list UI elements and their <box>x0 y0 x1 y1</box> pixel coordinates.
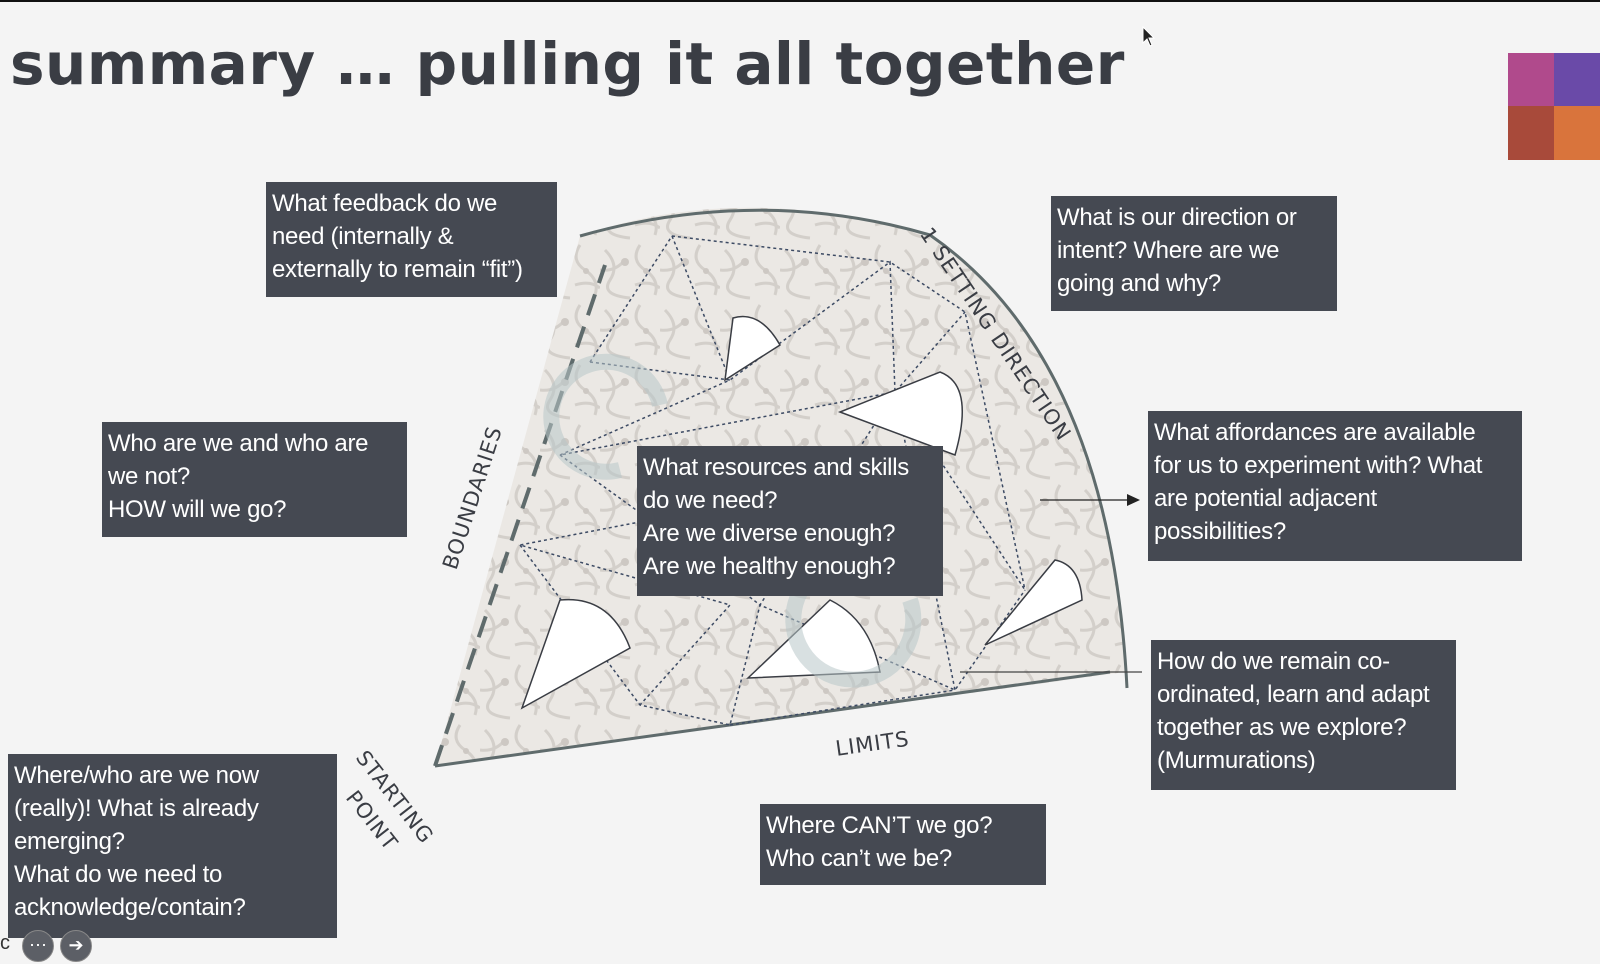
more-icon[interactable]: ⋯ <box>22 930 54 962</box>
affordances-question-box: What affordances are available for us to… <box>1148 411 1522 561</box>
limits-question-box: Where CAN’T we go? Who can’t we be? <box>760 804 1046 885</box>
resources-question-box: What resources and skills do we need? Ar… <box>637 446 943 596</box>
mouse-cursor-icon <box>1142 26 1156 48</box>
current-state-question-box: Where/who are we now (really)! What is a… <box>8 754 337 938</box>
arrow-right-icon[interactable]: ➔ <box>60 930 92 962</box>
coordination-question-box: How do we remain co- ordinated, learn an… <box>1151 640 1456 790</box>
partial-control-label[interactable]: c <box>0 932 10 955</box>
feedback-question-box: What feedback do we need (internally & e… <box>266 182 557 297</box>
direction-question-box: What is our direction or intent? Where a… <box>1051 196 1337 311</box>
identity-question-box: Who are we and who are we not? HOW will … <box>102 422 407 537</box>
